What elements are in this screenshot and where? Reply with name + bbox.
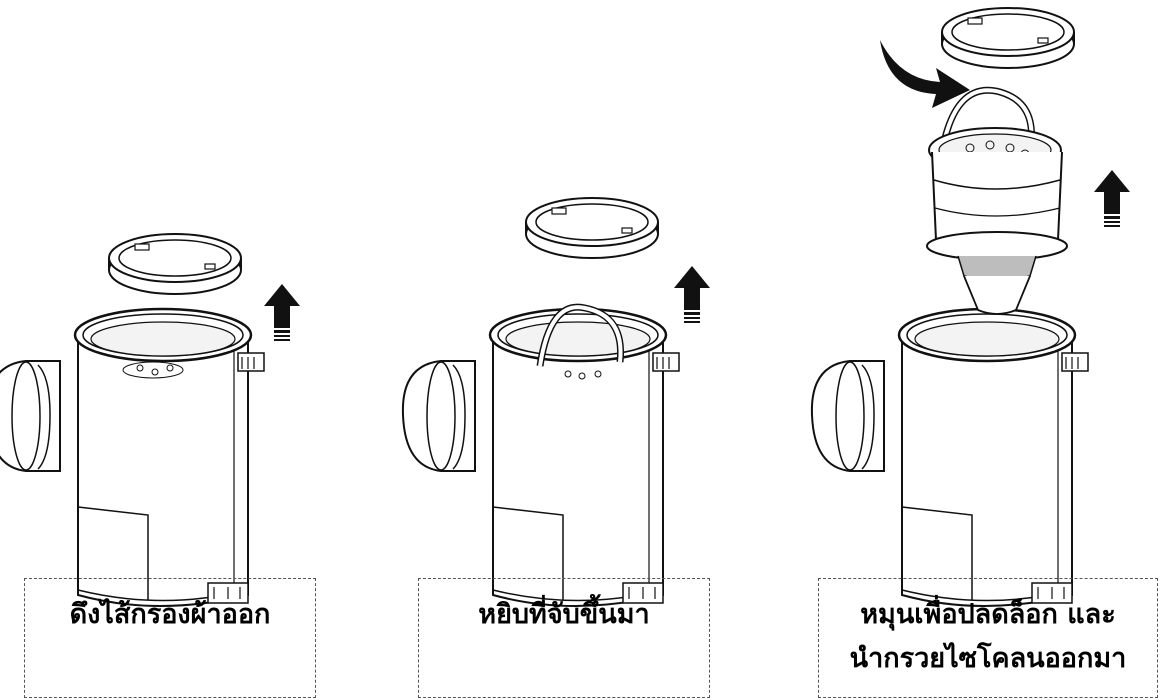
cloth-filter-ring-2 [526, 198, 658, 258]
up-arrow-3-icon [1094, 170, 1130, 227]
cloth-filter-ring-3 [942, 8, 1074, 68]
up-arrow-2-icon [674, 266, 710, 323]
up-arrow-1-icon [264, 284, 300, 341]
step-1-illustration [0, 234, 300, 606]
filter-housing-3 [812, 309, 1088, 606]
cloth-filter-ring-1 [109, 234, 241, 294]
step-3-illustration [812, 8, 1130, 606]
step-3-caption-line-1: หมุนเพื่อปลดล็อก และ [819, 593, 1157, 637]
step-2-caption-line-1: หยิบที่จับขึ้นมา [419, 593, 709, 637]
step-1-caption-box: ดึงไส้กรองผ้าออก [24, 578, 316, 698]
filter-housing-1 [0, 309, 264, 606]
step-2-illustration [403, 198, 710, 606]
cyclone-cone [927, 90, 1067, 314]
step-2-caption-box: หยิบที่จับขึ้นมา [418, 578, 710, 698]
step-3-caption-box: หมุนเพื่อปลดล็อก และ นำกรวยไซโคลนออกมา [818, 578, 1158, 698]
step-1-caption-line-1: ดึงไส้กรองผ้าออก [25, 593, 315, 637]
step-3-caption-line-2: นำกรวยไซโคลนออกมา [819, 637, 1157, 681]
